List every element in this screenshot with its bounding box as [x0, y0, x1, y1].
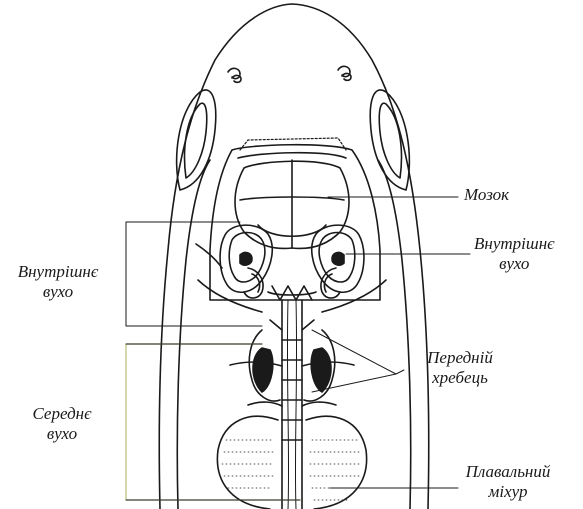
swim-bladder-right — [306, 416, 367, 509]
bracket-inner-ear — [126, 222, 262, 326]
weberian-ossicle-right — [311, 348, 331, 392]
inner-head-outline — [177, 160, 210, 509]
label-inner-ear-right: Внутрішнє вухо — [474, 234, 555, 274]
right-eye — [370, 90, 409, 190]
head-outline — [159, 4, 428, 509]
label-inner-ear-left: Внутрішнє вухо — [6, 262, 110, 302]
label-middle-ear: Середнє вухо — [14, 404, 110, 444]
bracket-middle-ear — [126, 344, 300, 500]
label-swim-bladder: Плавальний міхур — [448, 462, 568, 502]
vertebral-column — [282, 300, 302, 509]
left-inner-ear — [220, 225, 272, 298]
right-nostril — [338, 66, 351, 80]
label-front-vertebra: Передній хребець — [408, 348, 512, 388]
ear-connector — [272, 286, 312, 300]
swim-bladder-left — [217, 416, 278, 509]
label-brain: Мозок — [464, 185, 509, 205]
left-nostril — [228, 68, 241, 82]
weberian-ossicle-left — [253, 348, 273, 392]
right-inner-ear — [312, 225, 364, 298]
